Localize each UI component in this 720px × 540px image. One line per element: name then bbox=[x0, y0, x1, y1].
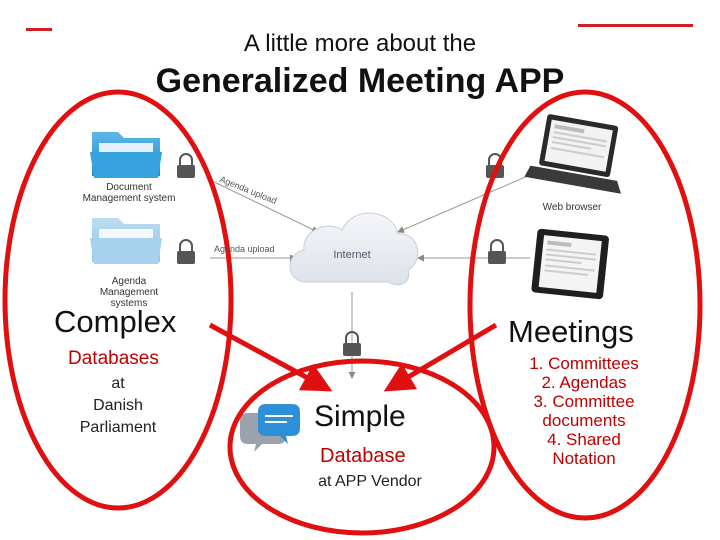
left-line-parliament: Parliament bbox=[58, 418, 178, 438]
meetings-list: 1. Committees 2. Agendas 3. Committee do… bbox=[504, 354, 664, 468]
meetings-list-item-4: documents bbox=[504, 411, 664, 430]
meetings-heading: Meetings bbox=[508, 314, 634, 350]
meetings-list-item-3: 3. Committee bbox=[504, 392, 664, 411]
web-browser-caption: Web browser bbox=[534, 202, 610, 213]
laptop-icon bbox=[524, 112, 632, 194]
simple-heading: Simple bbox=[314, 400, 406, 434]
left-line-at: at bbox=[58, 374, 178, 394]
folder-icon-agenda-management bbox=[90, 218, 162, 264]
lock-icon-4 bbox=[488, 240, 506, 264]
agenda-upload-label-2: Agenda upload bbox=[214, 244, 275, 254]
databases-subheading: Databases bbox=[68, 348, 159, 370]
arrow-docmgmt-internet bbox=[210, 180, 318, 232]
folder-icon-document-management bbox=[90, 132, 162, 178]
complex-heading: Complex bbox=[54, 304, 176, 340]
left-line-danish: Danish bbox=[58, 396, 178, 416]
database-subheading: Database bbox=[320, 445, 406, 468]
meetings-list-item-6: Notation bbox=[504, 449, 664, 468]
meetings-list-item-5: 4. Shared bbox=[504, 430, 664, 449]
arrow-webbrowser-internet bbox=[398, 175, 530, 232]
center-line-vendor: at APP Vendor bbox=[300, 472, 440, 492]
lock-icon-1 bbox=[177, 154, 195, 178]
lock-icon-2 bbox=[177, 240, 195, 264]
internet-label: Internet bbox=[320, 250, 384, 261]
chat-bubbles-icon bbox=[240, 404, 300, 452]
meetings-list-item-2: 2. Agendas bbox=[504, 373, 664, 392]
tablet-icon bbox=[531, 228, 609, 299]
meetings-list-item-1: 1. Committees bbox=[504, 354, 664, 373]
document-management-caption: Document Management system bbox=[82, 182, 176, 204]
